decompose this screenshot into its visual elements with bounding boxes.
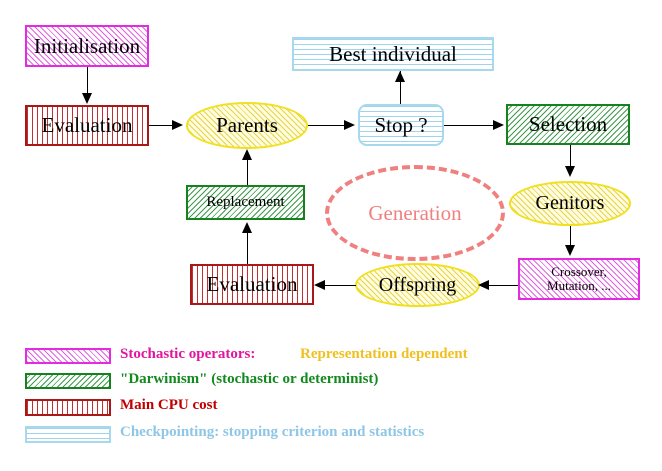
node-best-individual-label: Best individual <box>329 41 457 66</box>
legend-row-checkpointing: Checkpointing: stopping criterion and st… <box>0 424 662 448</box>
arrowhead-stop-to-best-individual <box>395 71 405 82</box>
edge-stop-to-selection <box>444 125 494 126</box>
node-evaluation-top[interactable]: Evaluation <box>25 105 149 146</box>
arrowhead-replacement-to-parents <box>242 149 252 160</box>
node-replacement-label: Replacement <box>206 193 285 210</box>
edge-replacement-to-parents <box>247 155 248 185</box>
arrowhead-stop-to-selection <box>493 120 504 130</box>
edge-evaluation-to-parents <box>149 125 175 126</box>
node-evaluation-bottom[interactable]: Evaluation <box>190 264 314 305</box>
arrowhead-parents-to-stop <box>344 120 355 130</box>
node-selection-label: Selection <box>528 112 608 137</box>
node-genitors[interactable]: Genitors <box>509 181 631 226</box>
node-replacement[interactable]: Replacement <box>186 185 305 220</box>
edge-evaluation-to-replacement <box>247 226 248 264</box>
edge-initialisation-to-evaluation <box>87 67 88 97</box>
arrowhead-initialisation-to-evaluation <box>82 93 92 104</box>
node-generation-label: Generation <box>368 200 462 225</box>
legend-label-cpu-cost: Main CPU cost <box>120 397 218 413</box>
edge-offspring-to-evaluation <box>320 285 356 286</box>
node-initialisation[interactable]: Initialisation <box>25 25 149 67</box>
arrowhead-evaluation-to-parents <box>172 120 183 130</box>
legend-label-darwinism: "Darwinism" (stochastic or determinist) <box>120 371 379 387</box>
legend-row-stochastic: Stochastic operators: Representation dep… <box>0 346 662 370</box>
node-crossover-mutation[interactable]: Crossover, Mutation, ... <box>518 258 640 300</box>
node-genitors-label: Genitors <box>535 192 605 214</box>
node-parents-label: Parents <box>216 113 278 138</box>
arrowhead-evaluation-to-replacement <box>242 222 252 233</box>
node-stop-label: Stop ? <box>374 112 428 137</box>
edge-stop-to-best-individual <box>400 71 401 104</box>
legend-row-cpu-cost: Main CPU cost <box>0 397 662 421</box>
node-offspring[interactable]: Offspring <box>355 263 480 307</box>
legend-label-stochastic: Stochastic operators: <box>120 346 256 362</box>
legend-swatch-checkpointing <box>25 426 111 443</box>
node-stop[interactable]: Stop ? <box>358 104 444 146</box>
node-parents[interactable]: Parents <box>186 102 308 149</box>
legend-swatch-cpu-cost <box>25 399 111 416</box>
edge-selection-to-genitors <box>570 145 571 169</box>
legend-label-checkpointing: Checkpointing: stopping criterion and st… <box>120 424 425 440</box>
arrowhead-crossover-to-offspring <box>478 280 489 290</box>
legend-row-darwinism: "Darwinism" (stochastic or determinist) <box>0 371 662 395</box>
edge-parents-to-stop <box>308 125 346 126</box>
legend-swatch-stochastic <box>25 348 111 364</box>
node-offspring-label: Offspring <box>378 273 457 296</box>
arrowhead-genitors-to-crossover <box>565 245 575 256</box>
node-evaluation-top-label: Evaluation <box>41 113 133 138</box>
node-selection[interactable]: Selection <box>506 104 630 145</box>
node-evaluation-bottom-label: Evaluation <box>206 272 298 297</box>
node-best-individual[interactable]: Best individual <box>292 37 494 71</box>
arrowhead-offspring-to-evaluation <box>314 280 325 290</box>
node-crossover-mutation-label: Crossover, Mutation, ... <box>547 264 611 293</box>
legend-swatch-darwinism <box>25 373 111 389</box>
node-generation: Generation <box>325 165 505 261</box>
node-initialisation-label: Initialisation <box>33 33 141 58</box>
arrowhead-selection-to-genitors <box>565 166 575 177</box>
legend-label-stochastic-extra: Representation dependent <box>300 346 468 362</box>
edge-genitors-to-crossover <box>570 226 571 248</box>
edge-crossover-to-offspring <box>484 285 518 286</box>
